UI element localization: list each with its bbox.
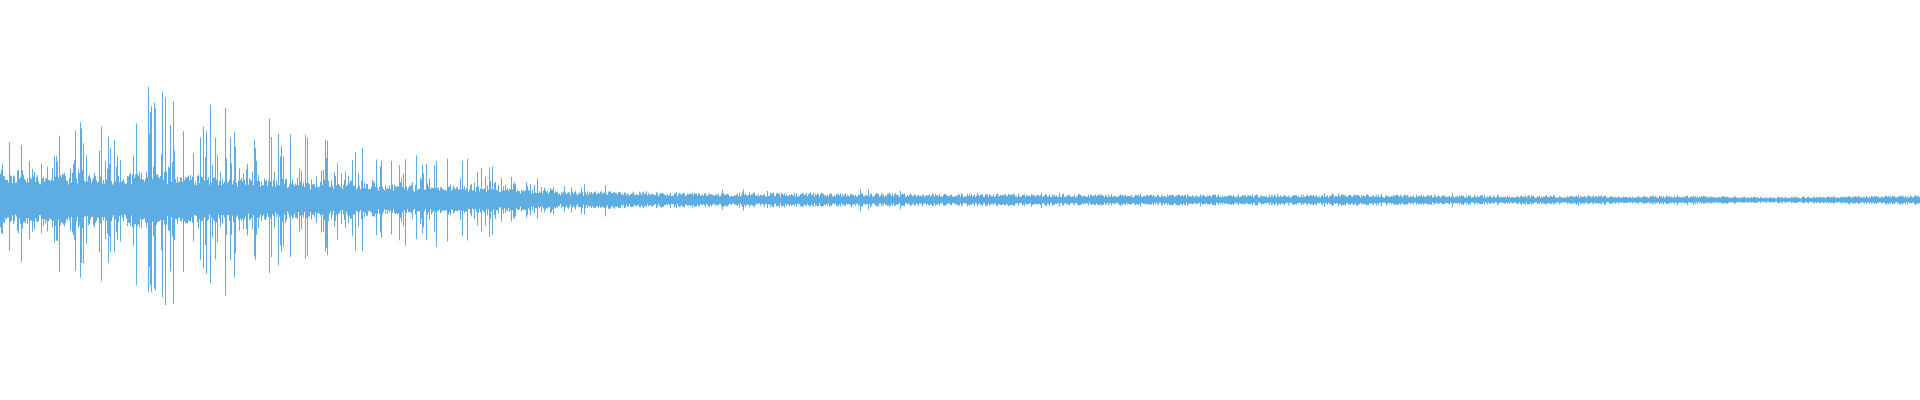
waveform-core-band [0, 187, 1920, 213]
waveform-lines [0, 86, 1920, 305]
